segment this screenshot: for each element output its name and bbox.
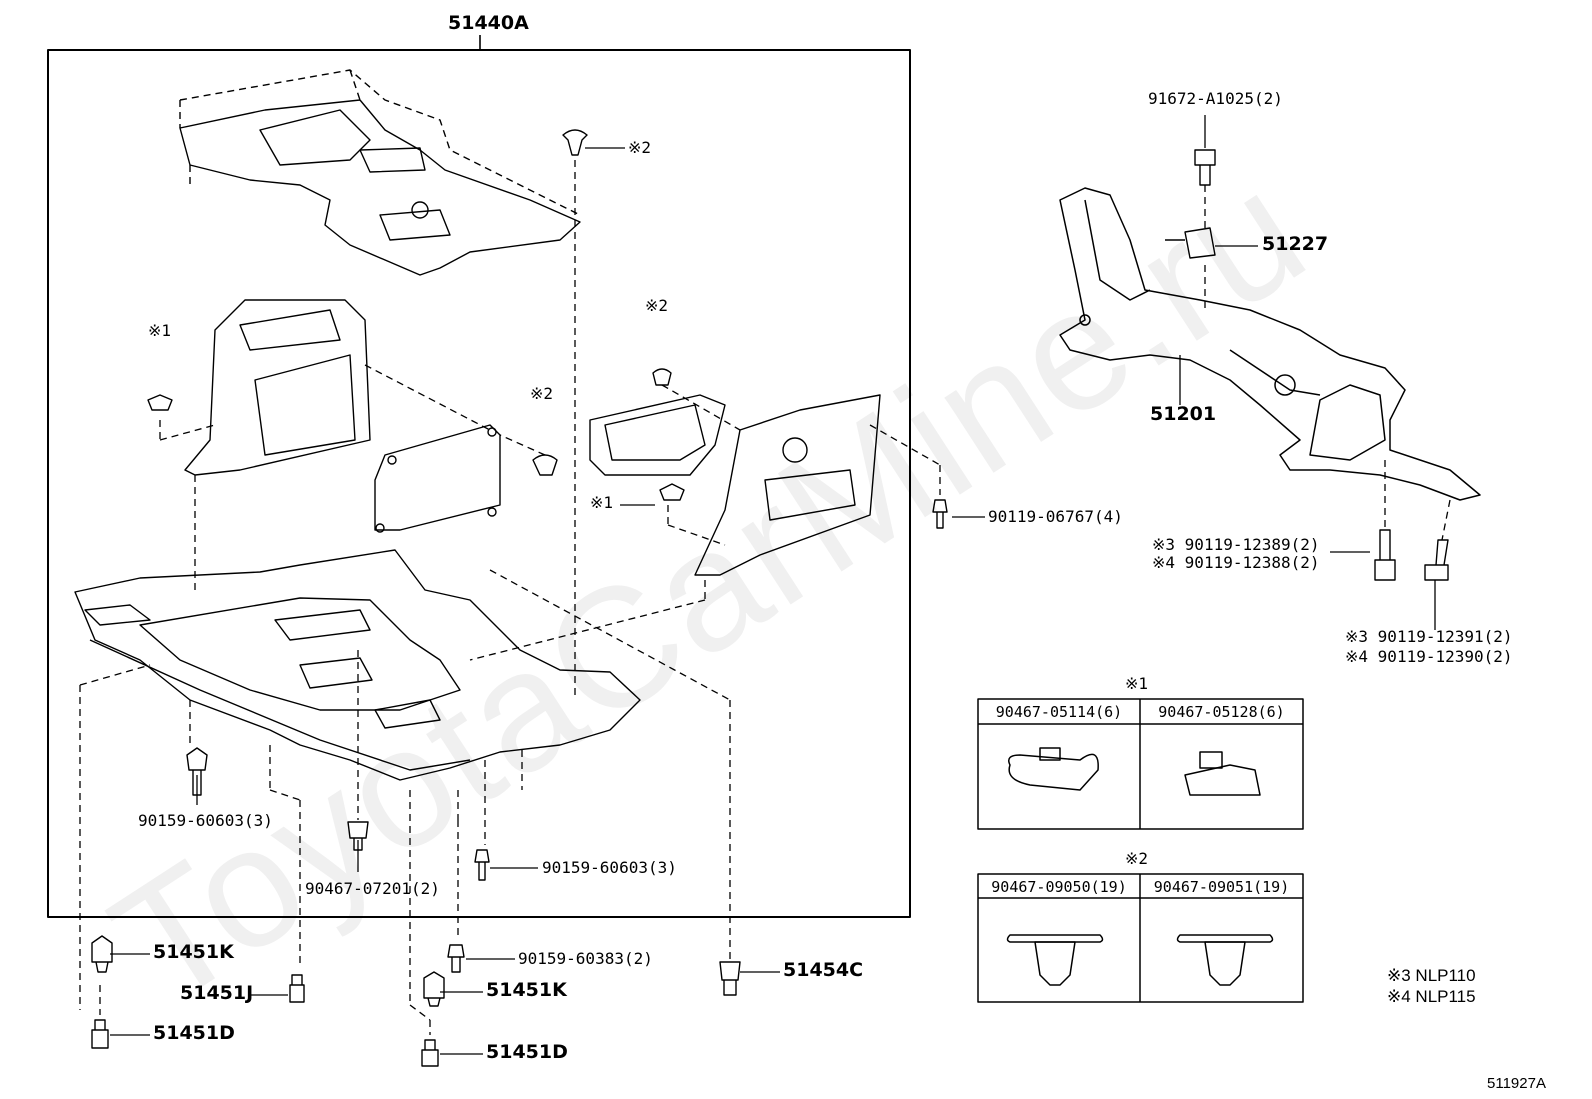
table-header-cell: 90467-05128(6) [1158, 703, 1285, 721]
upper-cover-panel [179, 69, 581, 276]
part-number-label: 51451J [180, 982, 254, 1004]
legend-line: ※3 NLP110 [1387, 966, 1476, 985]
main-under-cover [74, 549, 641, 781]
clip-ref-label: ※2 [645, 296, 669, 315]
fastener-icons [91, 129, 1449, 1067]
right-side-panel [589, 394, 881, 576]
part-number-label: 90159-60383(2) [518, 949, 653, 968]
part-number-label: 90159-60603(3) [138, 811, 273, 830]
middle-plate [374, 424, 501, 533]
part-number-label: 51201 [1150, 403, 1217, 425]
left-side-panel [184, 299, 371, 476]
table-1 [977, 698, 1304, 830]
crossmember-51201 [1059, 187, 1481, 501]
table-header-cell: 90467-09050(19) [991, 878, 1127, 896]
part-number-label: 90159-60603(3) [542, 858, 677, 877]
clip-ref-label: ※1 [590, 493, 614, 512]
table-ref-label: ※1 [1125, 674, 1149, 693]
part-number-label: ※4 90119-12388(2) [1152, 553, 1320, 572]
part-number-label: ※3 90119-12391(2) [1345, 627, 1513, 646]
part-number-label: 51227 [1262, 233, 1329, 255]
part-number-label: ※4 90119-12390(2) [1345, 647, 1513, 666]
assembly-frame [47, 49, 911, 918]
part-number-label: 90119-06767(4) [988, 507, 1123, 526]
part-number-label: 51451K [486, 979, 567, 1001]
leader-lines [110, 115, 1436, 1055]
table-2 [977, 873, 1304, 1003]
table-header-cell: 90467-05114(6) [995, 703, 1123, 721]
table-ref-label: ※2 [1125, 849, 1149, 868]
assembly-label: 51440A [448, 12, 529, 34]
legend-line: ※4 NLP115 [1387, 987, 1476, 1006]
part-number-label: ※3 90119-12389(2) [1152, 535, 1320, 554]
connector-lines [79, 160, 1451, 1035]
table-header-cell: 90467-09051(19) [1153, 878, 1290, 896]
part-number-label: 51451D [153, 1022, 235, 1044]
clip-ref-label: ※2 [628, 138, 652, 157]
part-number-label: 91672-A1025(2) [1148, 89, 1283, 108]
clip-ref-label: ※2 [530, 384, 554, 403]
clip-ref-label: ※1 [148, 321, 172, 340]
part-number-label: 51454C [783, 959, 864, 981]
part-number-label: 90467-07201(2) [305, 879, 440, 898]
diagram-id: 511927A [1487, 1075, 1546, 1092]
part-number-label: 51451K [153, 941, 234, 963]
part-number-label: 51451D [486, 1041, 568, 1063]
